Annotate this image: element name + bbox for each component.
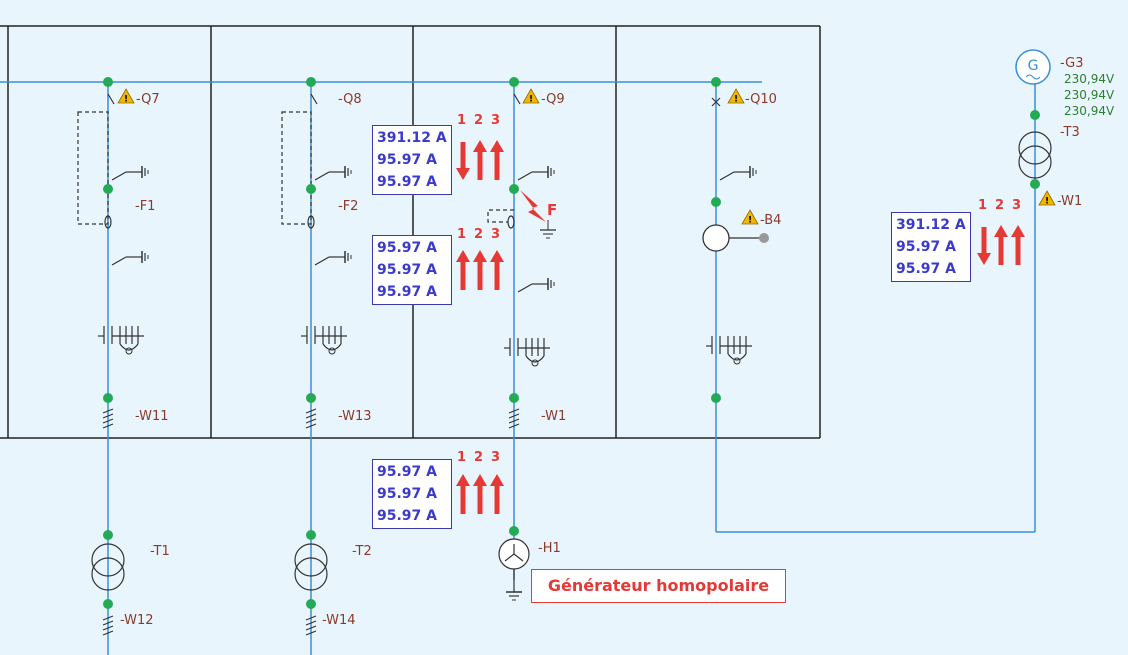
phase-label: 1 (978, 198, 988, 213)
current-value: 95.97 A (896, 261, 956, 277)
label-q10[interactable]: -Q10 (745, 92, 777, 107)
svg-text:G: G (1028, 58, 1039, 74)
current-box-2[interactable]: 95.97 A 95.97 A 95.97 A (372, 235, 452, 305)
q10-warning-icon (727, 88, 745, 105)
current-value: 95.97 A (377, 284, 437, 300)
current-value: 95.97 A (896, 239, 956, 255)
label-w12[interactable]: -W12 (120, 613, 154, 628)
phase-label: 3 (491, 227, 501, 242)
b4-warning-icon (741, 209, 759, 226)
phase-label: 2 (474, 450, 484, 465)
label-h1[interactable]: -H1 (538, 541, 561, 556)
zero-sequence-generator-callout[interactable]: Générateur homopolaire (531, 569, 786, 603)
bay-1 (77, 77, 149, 655)
current-value: 95.97 A (377, 508, 437, 524)
label-g3[interactable]: -G3 (1060, 56, 1084, 71)
label-t2[interactable]: -T2 (352, 544, 372, 559)
phase-label: 1 (457, 450, 467, 465)
current-value: 95.97 A (377, 464, 437, 480)
current-value: 95.97 A (377, 152, 437, 168)
current-box-1[interactable]: 391.12 A 95.97 A 95.97 A (372, 125, 452, 195)
label-w14[interactable]: -W14 (322, 613, 356, 628)
label-f2[interactable]: -F2 (338, 199, 358, 214)
current-value: 95.97 A (377, 240, 437, 256)
arrows-box-1 (456, 140, 504, 180)
phase-label: 3 (491, 450, 501, 465)
g3-voltage-2: 230,94V (1064, 88, 1115, 102)
generator-branch: G (1015, 49, 1052, 189)
g3-voltage-3: 230,94V (1064, 104, 1115, 118)
label-w1-bay[interactable]: -W1 (541, 409, 566, 424)
current-value: 95.97 A (377, 262, 437, 278)
label-t3[interactable]: -T3 (1060, 125, 1080, 140)
phase-label: 1 (457, 113, 467, 128)
current-value: 95.97 A (377, 174, 437, 190)
current-value: 391.12 A (377, 130, 447, 146)
label-b4[interactable]: -B4 (760, 213, 781, 228)
phase-label: 2 (474, 113, 484, 128)
w1-warning-icon (1038, 190, 1056, 207)
current-value: 95.97 A (377, 486, 437, 502)
label-w1-gen[interactable]: -W1 (1057, 194, 1082, 209)
label-t1[interactable]: -T1 (150, 544, 170, 559)
label-q7[interactable]: -Q7 (136, 92, 160, 107)
label-f1[interactable]: -F1 (135, 199, 155, 214)
current-box-3[interactable]: 95.97 A 95.97 A 95.97 A (372, 459, 452, 529)
bay-3 (487, 77, 555, 601)
phase-label: 1 (457, 227, 467, 242)
phase-label: 3 (1012, 198, 1022, 213)
arrows-box-3 (456, 474, 504, 514)
q7-warning-icon (117, 88, 135, 105)
phase-label: 3 (491, 113, 501, 128)
bay-4 (702, 77, 1036, 533)
bay-2 (281, 77, 352, 655)
g3-voltage-1: 230,94V (1064, 72, 1115, 86)
label-w11[interactable]: -W11 (135, 409, 169, 424)
label-q8[interactable]: -Q8 (338, 92, 362, 107)
phase-label: 2 (995, 198, 1005, 213)
fault-label: F (547, 201, 558, 219)
fault-marker (520, 190, 556, 239)
phase-label: 2 (474, 227, 484, 242)
arrows-box-4 (977, 225, 1025, 265)
label-q9[interactable]: -Q9 (541, 92, 565, 107)
current-box-4[interactable]: 391.12 A 95.97 A 95.97 A (891, 212, 971, 282)
label-w13[interactable]: -W13 (338, 409, 372, 424)
arrows-box-2 (456, 250, 504, 290)
q9-warning-icon (522, 88, 540, 105)
current-value: 391.12 A (896, 217, 966, 233)
switchgear-frame (0, 25, 821, 439)
